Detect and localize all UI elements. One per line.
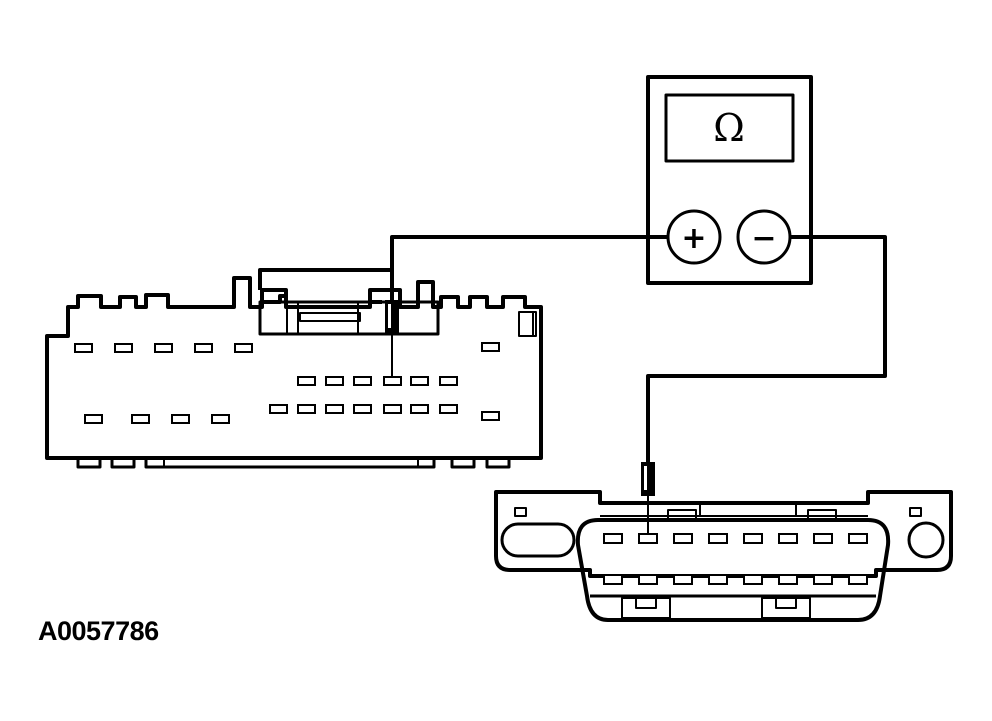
latch-housing [258,300,440,336]
module-connector [45,268,543,469]
mount-hole-right [907,521,945,559]
positive-probe [385,300,399,377]
connector-body [45,276,543,460]
ohm-symbol: Ω [713,106,745,150]
dlc-shell [575,518,891,622]
negative-symbol: − [751,221,776,256]
dlc-flange [494,490,953,578]
diagnostic-connector [494,462,953,622]
negative-lead [646,235,887,462]
meter-display [664,93,795,163]
latch-bar [258,268,394,290]
negative-probe [641,462,655,534]
mount-hole-left [500,522,576,558]
multimeter: Ω + − [646,75,813,285]
positive-symbol: + [681,221,706,256]
figure-id: A0057786 [38,616,159,646]
